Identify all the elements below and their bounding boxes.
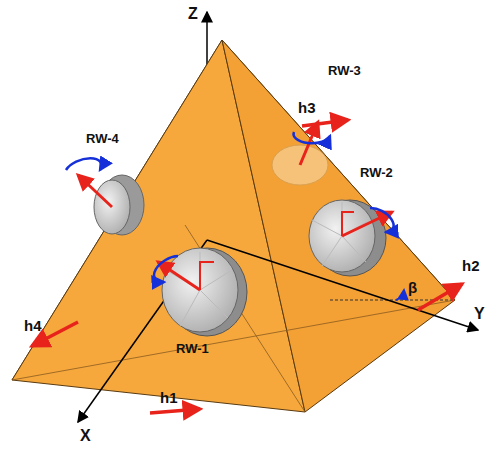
momentum-label: h3 [298, 100, 316, 115]
wheel-label: RW-3 [328, 64, 361, 77]
momentum-label: h2 [462, 258, 480, 273]
angle-label: β [408, 280, 417, 295]
momentum-label: h1 [160, 390, 178, 405]
wheel-label: RW-2 [360, 166, 393, 179]
wheel-label: RW-1 [176, 342, 209, 355]
axis-label: Y [474, 306, 485, 322]
axis-label: Z [188, 6, 198, 22]
momentum-label: h4 [24, 318, 42, 333]
axis-label: X [80, 428, 91, 444]
wheel-label: RW-4 [86, 132, 119, 145]
